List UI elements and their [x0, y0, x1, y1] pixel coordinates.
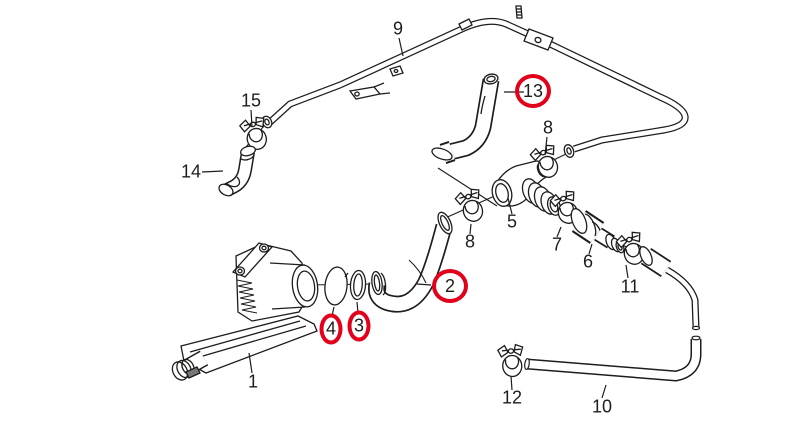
seal-4: [323, 266, 349, 306]
part-label-7[interactable]: 7: [551, 234, 563, 255]
connector-hose-right: [637, 245, 699, 330]
t-connector-5: [489, 161, 562, 217]
leader-lines: [202, 38, 628, 398]
part-label-5[interactable]: 5: [506, 211, 518, 232]
clamp-8-left: [453, 186, 489, 226]
o-ring-3: [350, 270, 367, 300]
separator-housing-1: [169, 243, 320, 383]
part-label-2[interactable]: 2: [432, 269, 468, 303]
part-label-3[interactable]: 3: [347, 310, 371, 342]
part-label-4[interactable]: 4: [319, 313, 343, 345]
elbow-hose-13: [430, 73, 498, 162]
part-label-8[interactable]: 8: [464, 231, 476, 252]
part-label-8[interactable]: 8: [542, 117, 554, 138]
part-label-1[interactable]: 1: [247, 371, 259, 392]
part-label-6[interactable]: 6: [582, 251, 594, 272]
hose-10: [524, 336, 700, 376]
part-label-12[interactable]: 12: [501, 387, 523, 408]
elbow-hose-14: [217, 145, 256, 198]
part-label-14[interactable]: 14: [180, 161, 202, 182]
part-label-11[interactable]: 11: [620, 276, 640, 297]
part-label-15[interactable]: 15: [240, 90, 262, 111]
part-label-10[interactable]: 10: [591, 396, 613, 417]
valve-6: [568, 207, 625, 254]
breather-pipe-9: [260, 6, 685, 159]
clamp-12: [496, 343, 526, 379]
part-label-9[interactable]: 9: [392, 18, 404, 39]
part-label-13[interactable]: 13: [515, 74, 551, 108]
hose-2: [370, 210, 454, 304]
